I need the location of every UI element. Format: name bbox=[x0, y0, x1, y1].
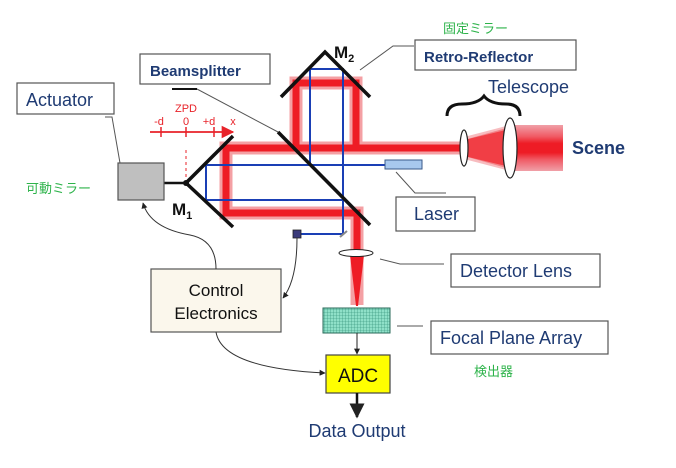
telescope-large-lens bbox=[502, 117, 518, 179]
detector-to-electronics-wire bbox=[282, 237, 298, 299]
data-output-label: Data Output bbox=[308, 421, 405, 441]
m1-label: M1 bbox=[172, 200, 192, 222]
zpd-label: ZPD bbox=[175, 103, 197, 115]
retro-reflector-leader bbox=[359, 45, 414, 71]
zpd-axis: ZPD -d 0 +d x bbox=[150, 103, 236, 180]
telescope-brace bbox=[445, 93, 522, 117]
beamsplitter bbox=[276, 130, 372, 227]
axis-label-x: x bbox=[230, 116, 236, 128]
detector-lens-label-box bbox=[450, 253, 601, 288]
tick-label-zero: 0 bbox=[183, 116, 189, 128]
actuator-label: Actuator bbox=[26, 90, 93, 110]
control-electronics-label-line1: Control bbox=[189, 281, 244, 300]
laser-detector bbox=[292, 229, 302, 239]
retro-reflector-label: Retro-Reflector bbox=[424, 49, 533, 66]
converging-beam bbox=[350, 255, 364, 306]
retro-reflector-jp-label: 固定ミラー bbox=[443, 22, 508, 37]
electronics-to-actuator-wire bbox=[141, 202, 217, 270]
laser-source bbox=[384, 159, 423, 170]
electronics-to-adc-wire bbox=[215, 331, 326, 376]
laser-leader bbox=[395, 171, 446, 194]
detector-lens-leader bbox=[379, 258, 444, 265]
actuator-jp-label: 可動ミラー bbox=[26, 182, 91, 197]
laser-label: Laser bbox=[414, 204, 459, 224]
actuator-leader bbox=[105, 116, 121, 164]
control-electronics-block bbox=[150, 268, 282, 333]
laser-label-box bbox=[395, 196, 476, 232]
adc-block bbox=[325, 354, 391, 394]
beamsplitter-label-box bbox=[139, 53, 271, 85]
scene-beam bbox=[464, 125, 563, 171]
tick-label-minus-d: -d bbox=[154, 116, 164, 128]
detector-lens-label: Detector Lens bbox=[460, 261, 572, 281]
adc-label: ADC bbox=[338, 366, 378, 387]
retro-reflector-label-box bbox=[414, 39, 577, 71]
telescope-small-lens bbox=[459, 129, 469, 167]
fixed-mirror-m2 bbox=[279, 49, 372, 99]
tick-label-plus-d: +d bbox=[203, 116, 216, 128]
telescope-label: Telescope bbox=[488, 77, 569, 97]
scene-label: Scene bbox=[572, 138, 625, 158]
fpa-label-box bbox=[430, 320, 609, 355]
actuator-label-box bbox=[16, 82, 115, 115]
m2-label: M2 bbox=[334, 43, 354, 65]
fpa-jp-label: 検出器 bbox=[474, 365, 513, 380]
beamsplitter-label: Beamsplitter bbox=[150, 63, 241, 80]
actuator-block bbox=[117, 162, 165, 201]
focal-plane-array bbox=[322, 307, 391, 334]
detector-lens bbox=[338, 249, 374, 257]
ir-beam-paths bbox=[219, 76, 464, 306]
laser-pickoff-mirror bbox=[339, 230, 348, 238]
control-electronics-label-line2: Electronics bbox=[174, 304, 257, 323]
fpa-label: Focal Plane Array bbox=[440, 328, 582, 348]
